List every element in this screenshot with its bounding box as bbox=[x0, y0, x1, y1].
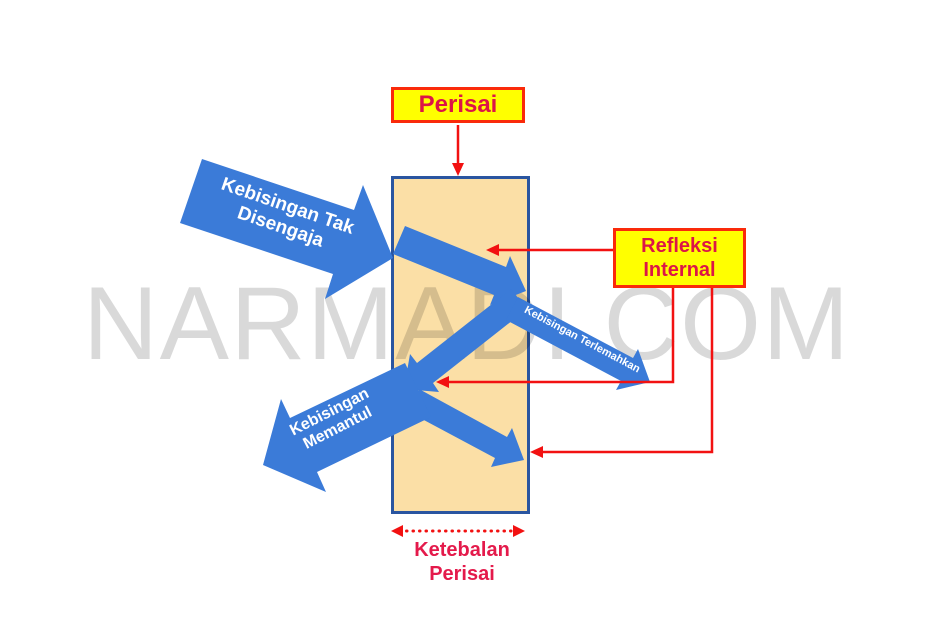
internal-reflection-label-box: Refleksi Internal bbox=[613, 228, 746, 288]
thickness-dimension-arrowhead-right bbox=[513, 525, 525, 537]
shield-label: Perisai bbox=[418, 91, 498, 118]
shield-pointer-arrowhead bbox=[452, 163, 464, 176]
reflected-noise-arrow bbox=[263, 363, 431, 492]
internal-bounce-arrow-1 bbox=[393, 226, 526, 305]
attenuated-noise-arrow bbox=[506, 297, 650, 390]
entry-noise-arrow bbox=[180, 159, 393, 299]
thickness-dimension-arrowhead-left bbox=[391, 525, 403, 537]
reflection-connector-2-line bbox=[446, 288, 675, 384]
internal-bounce-arrow-2 bbox=[404, 289, 527, 392]
shield-label-box: Perisai bbox=[391, 87, 525, 123]
reflection-connector-2-arrowhead bbox=[436, 376, 449, 388]
watermark: NARMADI.COM bbox=[83, 272, 851, 376]
internal-reflection-label: Refleksi Internal bbox=[641, 235, 718, 281]
reflection-connector-3-line bbox=[540, 288, 714, 454]
internal-bounce-arrow-3 bbox=[407, 389, 524, 467]
reflection-connector-3-arrowhead bbox=[530, 446, 543, 458]
reflection-connector-1-arrowhead bbox=[486, 244, 499, 256]
thickness-label: Ketebalan Perisai bbox=[414, 539, 510, 585]
